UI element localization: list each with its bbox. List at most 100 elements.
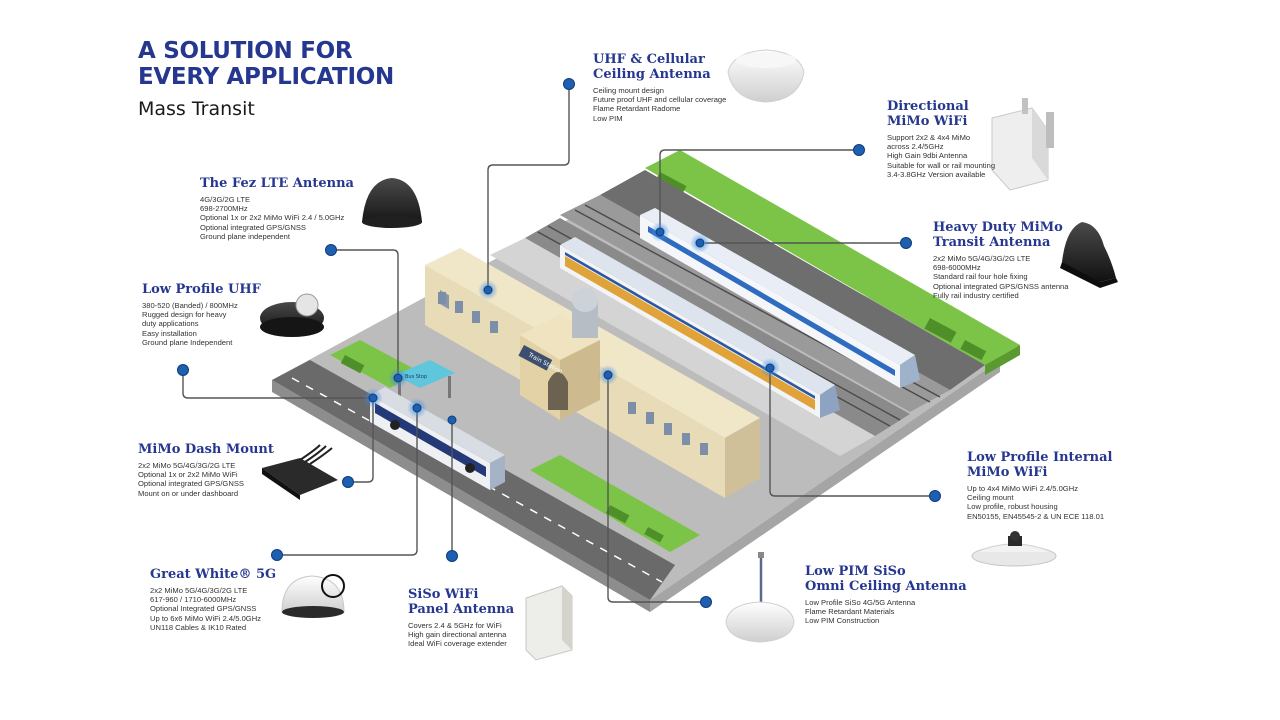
callout-low-profile-uhf: Low Profile UHF 380-520 (Banded) / 800MH… xyxy=(142,282,261,347)
uhf-ceiling-antenna-image xyxy=(727,49,805,103)
fez-lte-antenna-image xyxy=(362,178,422,228)
dot-low-pim xyxy=(700,596,712,608)
station-windows xyxy=(438,292,708,455)
siso-panel-antenna-image xyxy=(525,585,573,661)
spec-item: UN118 Cables & IK10 Rated xyxy=(150,622,247,632)
spec-item: High Gain 9dbi Antenna xyxy=(887,151,968,161)
spec-list: 2x2 MiMo 5G/4G/3G/2G LTE 698-6000MHz Sta… xyxy=(933,254,1069,300)
spec-item: Rugged design for heavy xyxy=(142,310,227,320)
spec-item: Up to 6x6 MiMo WiFi 2.4/5.0GHz xyxy=(150,613,261,623)
spec-item: 2x2 MiMo 5G/4G/3G/2G LTE xyxy=(138,461,236,470)
dot-low-profile-uhf xyxy=(177,364,189,376)
spec-item: Ground plane independent xyxy=(200,231,290,241)
page-title: A SOLUTION FOR EVERY APPLICATION xyxy=(138,38,394,90)
spec-item: Mount on or under dashboard xyxy=(138,488,239,498)
spec-item: Covers 2.4 & 5GHz for WiFi xyxy=(408,621,502,630)
directional-wifi-antenna-image xyxy=(991,98,1054,191)
spec-item: Low profile, robust housing xyxy=(967,502,1058,512)
spec-item: Optional 1x or 2x2 MiMo WiFi 2.4 / 5.0GH… xyxy=(200,213,345,223)
spec-item: Optional 1x or 2x2 MiMo WiFi xyxy=(138,470,238,480)
spec-item: Optional Integrated GPS/GNSS xyxy=(150,604,257,614)
spec-list: 4G/3G/2G LTE 698-2700MHz Optional 1x or … xyxy=(200,195,354,241)
heavy-duty-transit-antenna-image xyxy=(1060,222,1118,288)
road-right xyxy=(600,170,985,390)
spec-item: Ground plane Independent xyxy=(142,337,233,347)
bus-stop-sign: Bus Stop xyxy=(405,374,427,380)
title-line-1: A SOLUTION FOR xyxy=(138,38,353,64)
spec-list: Up to 4x4 MiMo WiFi 2.4/5.0GHz Ceiling m… xyxy=(967,484,1112,521)
internal-mimo-antenna-image xyxy=(971,531,1057,567)
callout-fez-lte: The Fez LTE Antenna 4G/3G/2G LTE 698-270… xyxy=(200,176,354,241)
dot-uhf-cellular xyxy=(563,78,575,90)
spec-item: Suitable for wall or rail mounting xyxy=(887,160,996,170)
train-near xyxy=(560,237,840,418)
train-station-building: Train Station xyxy=(425,248,760,498)
dash-mount-antenna-image xyxy=(262,444,338,500)
dot-heavy-duty xyxy=(900,237,912,249)
low-pim-omni-antenna-image xyxy=(725,552,795,643)
callout-great-white-5g: Great White® 5G 2x2 MiMo 5G/4G/3G/2G LTE… xyxy=(150,567,276,632)
spec-list: Low Profile SiSo 4G/5G Antenna Flame Ret… xyxy=(805,598,967,626)
grass-strip xyxy=(645,150,1020,365)
dot-fez-lte xyxy=(325,244,337,256)
spec-item: Optional integrated GPS/GNSS antenna xyxy=(933,281,1069,291)
dot-internal-mimo xyxy=(929,490,941,502)
antenna-glow-points xyxy=(363,222,780,425)
spec-item: Standard rail four hole fixing xyxy=(933,272,1028,282)
spec-list: Support 2x2 & 4x4 MiMo across 2.4/5GHz H… xyxy=(887,133,995,179)
spec-item: 617-960 / 1710-6000MHz xyxy=(150,595,237,605)
callout-title: MiMo Dash Mount xyxy=(138,442,274,457)
spec-item: Ceiling mount xyxy=(967,493,1014,503)
spec-item: Ideal WiFi coverage extender xyxy=(408,639,507,649)
spec-list: Covers 2.4 & 5GHz for WiFi High gain dir… xyxy=(408,621,514,649)
spec-item: Low PIM Construction xyxy=(805,616,880,626)
spec-item: 2x2 MiMo 5G/4G/3G/2G LTE xyxy=(150,586,248,595)
callout-title: Great White® 5G xyxy=(150,567,277,582)
spec-item: EN50155, EN45545-2 & UN ECE 118.01 xyxy=(967,511,1105,521)
spec-item: Ceiling mount design xyxy=(593,86,664,95)
great-white-antenna-image xyxy=(281,574,345,618)
spec-list: 2x2 MiMo 5G/4G/3G/2G LTE 617-960 / 1710-… xyxy=(150,586,276,632)
grass-patch-bottom xyxy=(530,455,700,552)
spec-item: Low Profile SiSo 4G/5G Antenna xyxy=(805,598,916,607)
spec-item: Flame Retardant Materials xyxy=(805,607,895,617)
spec-item: Low PIM xyxy=(593,113,623,123)
spec-item: 698-2700MHz xyxy=(200,204,248,214)
callout-mimo-dash-mount: MiMo Dash Mount 2x2 MiMo 5G/4G/3G/2G LTE… xyxy=(138,442,274,498)
bus-stop: Bus Stop xyxy=(395,360,455,400)
spec-list: 380-520 (Banded) / 800MHz Rugged design … xyxy=(142,301,261,347)
page-subtitle: Mass Transit xyxy=(138,98,255,120)
title-line-2: EVERY APPLICATION xyxy=(138,64,394,90)
dot-directional-mimo xyxy=(853,144,865,156)
spec-item: Flame Retardant Radome xyxy=(593,104,681,114)
dot-siso-panel xyxy=(446,550,458,562)
callout-title: The Fez LTE Antenna xyxy=(200,176,354,191)
spec-item: Easy installation xyxy=(142,328,197,338)
spec-list: Ceiling mount design Future proof UHF an… xyxy=(593,86,726,123)
spec-item: Fully rail industry certified xyxy=(933,290,1019,300)
low-profile-uhf-antenna-image xyxy=(260,293,324,337)
spec-item: 698-6000MHz xyxy=(933,263,981,273)
spec-item: Optional integrated GPS/GNSS xyxy=(200,222,306,232)
spec-item: High gain directional antenna xyxy=(408,630,507,640)
spec-item: Future proof UHF and cellular coverage xyxy=(593,95,727,105)
dot-dash-mount xyxy=(342,476,354,488)
callout-title: Low Profile UHF xyxy=(142,282,261,297)
spec-item: Support 2x2 & 4x4 MiMo xyxy=(887,133,971,142)
spec-item: Up to 4x4 MiMo WiFi 2.4/5.0GHz xyxy=(967,484,1078,493)
spec-item: across 2.4/5GHz xyxy=(887,142,944,152)
spec-list: 2x2 MiMo 5G/4G/3G/2G LTE Optional 1x or … xyxy=(138,461,274,498)
dot-great-white xyxy=(271,549,283,561)
spec-item: 4G/3G/2G LTE xyxy=(200,195,251,204)
